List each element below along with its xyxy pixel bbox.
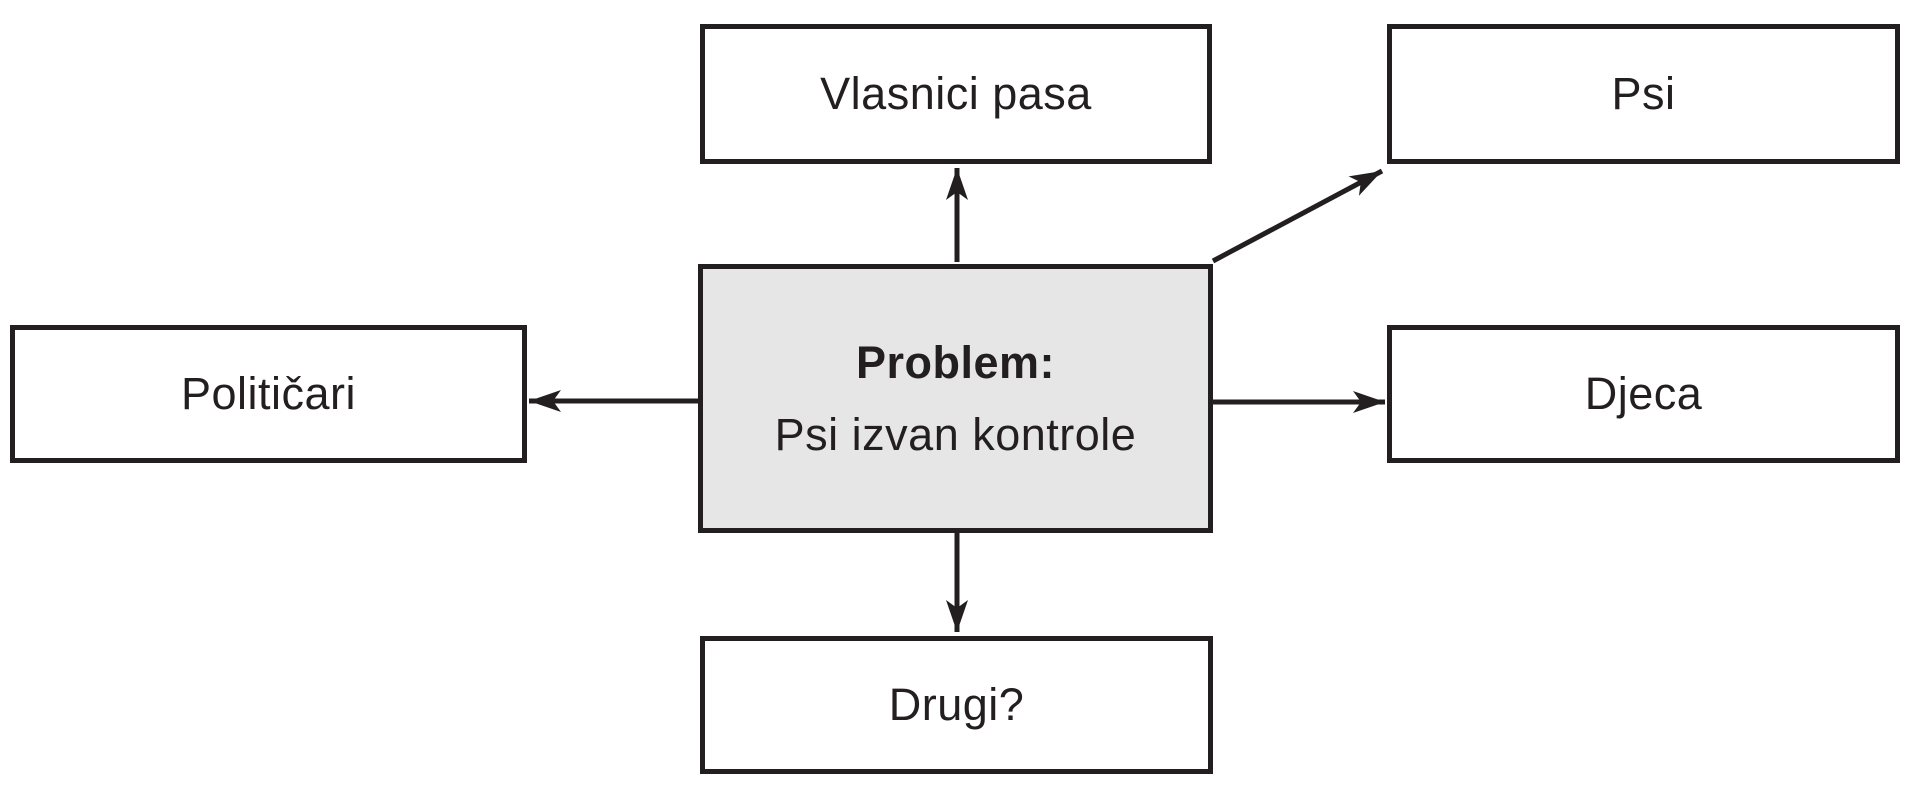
node-psi-label: Psi [1611,68,1676,119]
node-vlasnici-pasa: Vlasnici pasa [700,24,1212,164]
node-psi: Psi [1387,24,1900,164]
node-drugi-label: Drugi? [888,679,1025,730]
problem-subtitle: Psi izvan kontrole [774,408,1137,460]
arrow-problem-to-psi [1211,168,1384,264]
node-politicari-label: Političari [180,368,357,419]
node-problem-center: Problem: Psi izvan kontrole [698,264,1213,533]
problem-title: Problem: [855,336,1056,388]
node-drugi: Drugi? [700,636,1213,774]
node-djeca-label: Djeca [1584,368,1703,419]
node-djeca: Djeca [1387,325,1900,463]
node-vlasnici-pasa-label: Vlasnici pasa [820,68,1092,119]
node-politicari: Političari [10,325,527,463]
